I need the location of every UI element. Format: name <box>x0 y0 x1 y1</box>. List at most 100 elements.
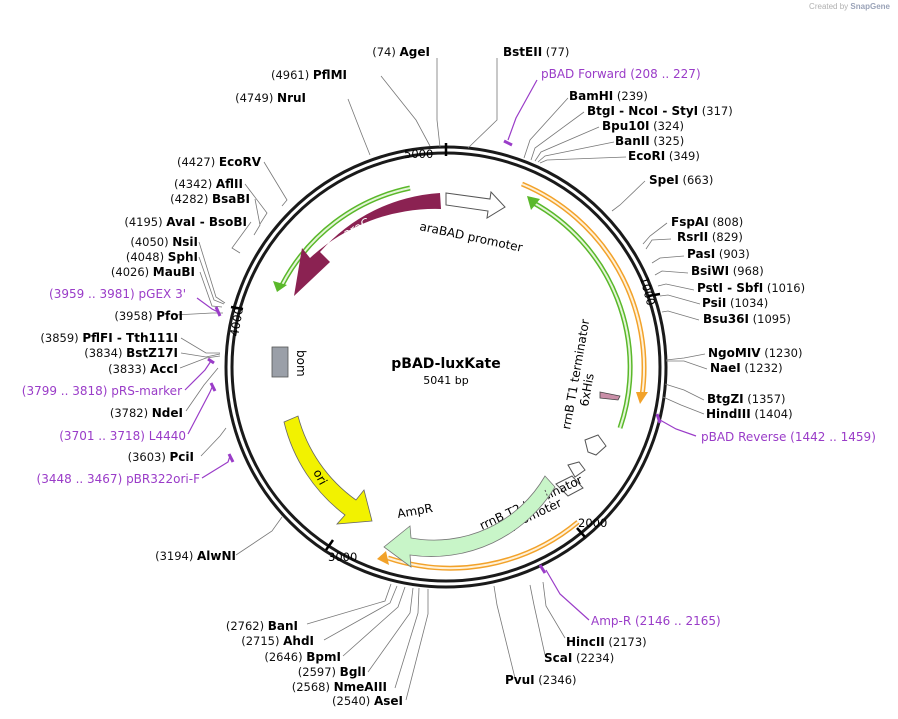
site-label-naei[interactable]: NaeI (1232) <box>710 361 783 375</box>
site-label-bsiwi[interactable]: BsiWI (968) <box>691 264 764 278</box>
site-label-scai[interactable]: ScaI (2234) <box>544 651 614 665</box>
site-name: PciI <box>170 450 195 464</box>
site-position: (4050) <box>130 235 172 249</box>
site-label-pcii[interactable]: (3603) PciI <box>128 450 194 464</box>
site-label-pbad-reverse[interactable]: pBAD Reverse (1442 .. 1459) <box>701 430 876 444</box>
site-label-nrui[interactable]: (4749) NruI <box>235 91 306 105</box>
site-label-banii[interactable]: BanII (325) <box>615 134 684 148</box>
site-position: (2346) <box>535 673 577 687</box>
orf-orange-bottom-head <box>377 551 389 565</box>
site-label-pgex-3-[interactable]: (3959 .. 3981) pGEX 3' <box>49 287 186 301</box>
site-position: (1357) <box>744 392 786 406</box>
site-label-bamhi[interactable]: BamHI (239) <box>569 89 648 103</box>
site-label-bgli[interactable]: (2597) BglI <box>298 665 366 679</box>
site-name: BsiWI <box>691 264 729 278</box>
site-label-hindiii[interactable]: HindIII (1404) <box>706 407 793 421</box>
site-name: RsrII <box>677 230 708 244</box>
site-label-ecorv[interactable]: (4427) EcoRV <box>177 155 262 169</box>
site-label-ngomiv[interactable]: NgoMIV (1230) <box>708 346 802 360</box>
site-label-avai-bsobi[interactable]: (4195) AvaI - BsoBI <box>124 215 247 229</box>
site-position: (1232) <box>741 361 783 375</box>
site-position: (4961) <box>271 68 313 82</box>
site-label-rsrii[interactable]: RsrII (829) <box>677 230 743 244</box>
site-label-pasi[interactable]: PasI (903) <box>687 247 750 261</box>
site-position: (3782) <box>110 406 152 420</box>
site-position: (1016) <box>763 281 805 295</box>
site-label-sphi[interactable]: (4048) SphI <box>126 250 198 264</box>
site-label-pvui[interactable]: PvuI (2346) <box>505 673 577 687</box>
site-position: (1095) <box>749 312 791 326</box>
tick-label-2000: 2000 <box>578 516 607 530</box>
site-label-l4440[interactable]: (3701 .. 3718) L4440 <box>59 429 186 443</box>
feature-araC[interactable] <box>294 193 441 296</box>
site-label-bani[interactable]: (2762) BanI <box>226 619 298 633</box>
site-label-bsteii[interactable]: BstEII (77) <box>503 45 569 59</box>
site-name: pGEX 3' <box>139 287 186 301</box>
feature-AmpR[interactable] <box>383 475 556 568</box>
site-label-psti-sbfi[interactable]: PstI - SbfI (1016) <box>697 281 805 295</box>
site-label-ndei[interactable]: (3782) NdeI <box>110 406 183 420</box>
site-label-pfoi[interactable]: (3958) PfoI <box>114 309 183 323</box>
site-label-pflmi[interactable]: (4961) PflMI <box>271 68 347 82</box>
feature-rrnB-T2[interactable] <box>567 461 586 478</box>
tick-label-1000: 1000 <box>637 275 658 307</box>
site-label-pbad-forward[interactable]: pBAD Forward (208 .. 227) <box>541 67 701 81</box>
site-position: (3959 .. 3981) <box>49 287 139 301</box>
site-label-acci[interactable]: (3833) AccI <box>108 362 178 376</box>
site-name: NgoMIV <box>708 346 761 360</box>
site-position: (2762) <box>226 619 268 633</box>
site-name: MauBI <box>153 265 195 279</box>
site-name: BtgZI <box>707 392 744 406</box>
tick-label-5000: 5000 <box>404 147 433 161</box>
site-label-bpu10i[interactable]: Bpu10I (324) <box>602 119 684 133</box>
site-label-btgi-ncoi-styi[interactable]: BtgI - NcoI - StyI (317) <box>587 104 733 118</box>
site-position: (325) <box>650 134 685 148</box>
site-label-maubi[interactable]: (4026) MauBI <box>111 265 195 279</box>
site-name: AflII <box>216 177 243 191</box>
site-label-ecori[interactable]: EcoRI (349) <box>628 149 700 163</box>
feature-ori[interactable] <box>283 415 373 525</box>
orf-green-right-head <box>527 196 540 210</box>
site-position: (1442 .. 1459) <box>786 430 876 444</box>
site-label-btgzi[interactable]: BtgZI (1357) <box>707 392 786 406</box>
orf-orange-right-head <box>636 392 648 404</box>
orf-orange-right-inner <box>521 183 645 397</box>
plasmid-size: 5041 bp <box>423 374 468 387</box>
site-label-bstz17i[interactable]: (3834) BstZ17I <box>84 346 178 360</box>
feature-bom[interactable] <box>271 346 289 378</box>
site-label-spei[interactable]: SpeI (663) <box>649 173 713 187</box>
site-label-amp-r[interactable]: Amp-R (2146 .. 2165) <box>591 614 721 628</box>
site-name: AseI <box>374 694 403 708</box>
site-label-bsabi[interactable]: (4282) BsaBI <box>170 192 250 206</box>
feature-araBAD-promoter[interactable] <box>445 190 506 219</box>
orf-arcs <box>273 181 648 571</box>
site-label-alwni[interactable]: (3194) AlwNI <box>155 549 236 563</box>
feature-6xHis[interactable] <box>599 391 621 401</box>
site-name: EcoRI <box>628 149 665 163</box>
site-position: (4026) <box>111 265 153 279</box>
site-label-aflii[interactable]: (4342) AflII <box>174 177 243 191</box>
site-position: (2715) <box>241 634 283 648</box>
tick-4000 <box>230 305 244 311</box>
site-label-pflfi-tth111i[interactable]: (3859) PflFI - Tth111I <box>40 331 178 345</box>
site-label-bpmi[interactable]: (2646) BpmI <box>264 650 341 664</box>
site-label-asei[interactable]: (2540) AseI <box>332 694 403 708</box>
site-label-ahdi[interactable]: (2715) AhdI <box>241 634 314 648</box>
site-label-prs-marker[interactable]: (3799 .. 3818) pRS-marker <box>22 384 182 398</box>
site-label-nmeaiii[interactable]: (2568) NmeAIII <box>292 680 387 694</box>
site-label-fspai[interactable]: FspAI (808) <box>671 215 743 229</box>
site-label-nsii[interactable]: (4050) NsiI <box>130 235 198 249</box>
site-label-pbr322ori-f[interactable]: (3448 .. 3467) pBR322ori-F <box>37 472 201 486</box>
site-label-hincii[interactable]: HincII (2173) <box>566 635 647 649</box>
site-position: (3859) <box>40 331 82 345</box>
site-label-bsu36i[interactable]: Bsu36I (1095) <box>703 312 791 326</box>
site-name: Amp-R <box>591 614 631 628</box>
site-position: (3701 .. 3718) <box>59 429 149 443</box>
site-label-psii[interactable]: PsiI (1034) <box>702 296 768 310</box>
site-label-agei[interactable]: (74) AgeI <box>372 45 430 59</box>
feature-AmpR-promoter-arrow[interactable] <box>555 475 584 497</box>
site-name: pRS-marker <box>111 384 182 398</box>
plasmid-name: pBAD-luxKate <box>391 356 501 372</box>
orf-green-right-inner <box>531 201 632 429</box>
feature-rrnB-T1[interactable] <box>584 434 607 456</box>
